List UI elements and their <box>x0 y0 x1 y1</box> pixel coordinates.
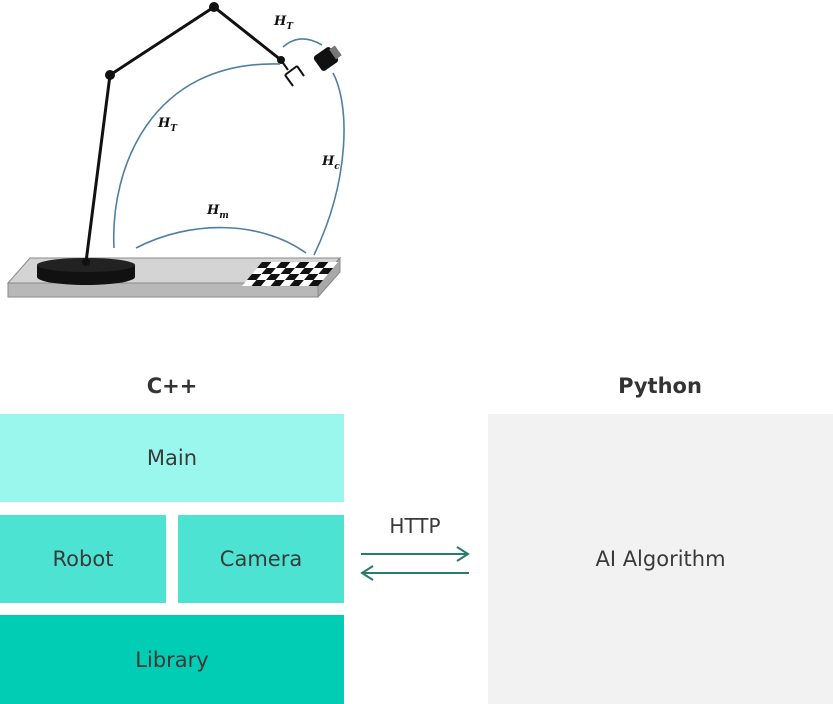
checker-square <box>270 280 285 286</box>
checker-square <box>308 280 323 286</box>
ai-algorithm-block: AI Algorithm <box>488 414 833 704</box>
checker-square <box>271 268 286 274</box>
curve-ht-left <box>112 63 281 249</box>
http-arrows <box>360 546 470 581</box>
checker-square <box>313 274 328 280</box>
camera-block: Camera <box>178 515 344 603</box>
checker-square <box>285 274 300 280</box>
checker-square <box>290 268 305 274</box>
checker-square <box>299 280 314 286</box>
checker-square <box>247 274 262 280</box>
checker-square <box>309 268 324 274</box>
checkerboard <box>242 262 338 286</box>
curve-ht-top <box>282 38 323 48</box>
checker-square <box>276 262 291 268</box>
checker-square <box>275 274 290 280</box>
python-heading: Python <box>618 374 702 398</box>
checker-square <box>252 268 267 274</box>
checker-square <box>304 262 319 268</box>
checker-square <box>323 262 338 268</box>
checker-square <box>314 262 329 268</box>
arrow-right-head <box>456 546 470 562</box>
checker-square <box>261 280 276 286</box>
checker-square <box>318 268 333 274</box>
robot-block: Robot <box>0 515 166 603</box>
robot-joint-elbow <box>209 2 219 12</box>
transform-curves <box>112 38 345 256</box>
library-block: Library <box>0 615 344 704</box>
checker-square <box>294 274 309 280</box>
http-label: HTTP <box>389 514 441 538</box>
checker-square <box>257 262 272 268</box>
label-hm: Hm <box>206 203 229 221</box>
checker-square <box>295 262 310 268</box>
checker-square <box>251 280 266 286</box>
label-ht-top: HT <box>273 14 294 32</box>
cpp-heading: C++ <box>146 374 198 398</box>
checker-square <box>261 268 276 274</box>
checker-square <box>242 280 257 286</box>
label-hc: Hc <box>321 154 340 172</box>
curve-hm <box>135 226 307 254</box>
robot-joint-base <box>82 258 90 266</box>
checker-square <box>285 262 300 268</box>
robot-arm <box>84 5 282 263</box>
checker-square <box>266 262 281 268</box>
checker-square <box>304 274 319 280</box>
label-ht-left: HT <box>157 116 178 134</box>
robot-calibration-figure: HT HT Hc Hm <box>6 2 345 299</box>
checker-square <box>280 280 295 286</box>
checker-square <box>280 268 295 274</box>
camera-icon <box>313 45 342 71</box>
robot-joint-shoulder <box>105 70 115 80</box>
curve-hc <box>313 72 345 256</box>
arrow-left-head <box>360 565 374 581</box>
checker-square <box>289 280 304 286</box>
gripper-icon <box>280 59 305 87</box>
checker-square <box>256 274 271 280</box>
main-block: Main <box>0 414 344 502</box>
checker-square <box>299 268 314 274</box>
checker-square <box>266 274 281 280</box>
